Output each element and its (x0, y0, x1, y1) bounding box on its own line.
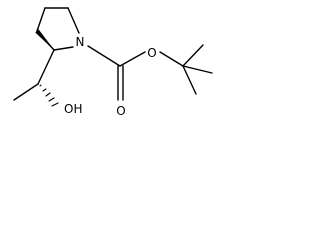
hydroxyl-label: OH (64, 102, 82, 116)
bond-c2-side-carbon (37, 49, 55, 85)
nitrogen-label: N (76, 35, 85, 49)
ester-oxygen-label: O (147, 46, 156, 60)
ring-bond-n-c2 (53, 46, 74, 51)
bond-carbonyl-ester-oxygen (119, 51, 146, 67)
ring-bond-c5-n (67, 7, 80, 34)
structure-diagram: N O O OH (13, 7, 213, 118)
bond-side-carbon-methyl (13, 83, 39, 101)
ring-bond-c3-c4 (36, 7, 46, 32)
tbu-methyl-right (182, 65, 213, 74)
tbu-methyl-up (182, 44, 204, 67)
tbu-methyl-down (182, 65, 197, 95)
hashed-wedge-c-oh (39, 84, 59, 107)
bond-ester-oxygen-tbu (159, 51, 184, 67)
wedge-bond-c2-c3 (35, 29, 55, 51)
bond-n-carbonyl-carbon (87, 45, 121, 67)
carbonyl-oxygen-label: O (116, 104, 125, 118)
